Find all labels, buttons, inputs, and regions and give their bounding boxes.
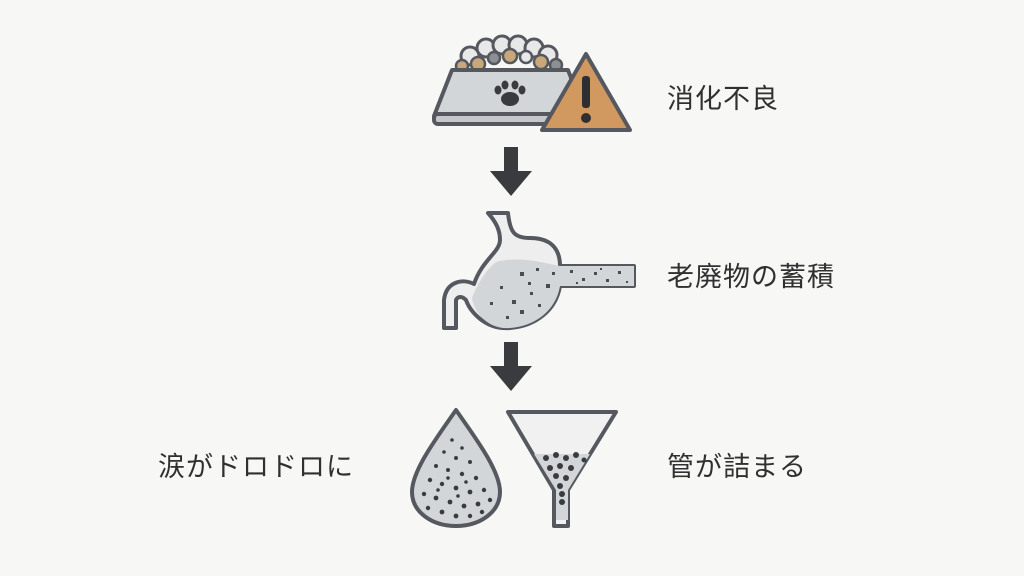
funnel-icon xyxy=(506,410,618,528)
tear-particles xyxy=(421,438,493,519)
step-label-waste-accumulation: 老廃物の蓄積 xyxy=(667,262,835,293)
step-label-thick-tears: 涙がドロドロに xyxy=(158,452,354,483)
down-arrow-icon xyxy=(490,147,532,196)
clog-particles xyxy=(543,452,587,505)
step-label-indigestion: 消化不良 xyxy=(667,84,779,115)
kibble xyxy=(454,34,564,74)
waste-particles xyxy=(490,268,628,319)
stomach-intestine-icon xyxy=(442,211,636,331)
warning-icon xyxy=(540,52,632,132)
down-arrow-icon xyxy=(490,342,532,391)
pet-food-bowl-icon xyxy=(432,34,588,126)
paw-print-icon xyxy=(494,80,526,106)
step-label-duct-clogging: 管が詰まる xyxy=(667,452,807,483)
teardrop-icon xyxy=(410,408,502,528)
